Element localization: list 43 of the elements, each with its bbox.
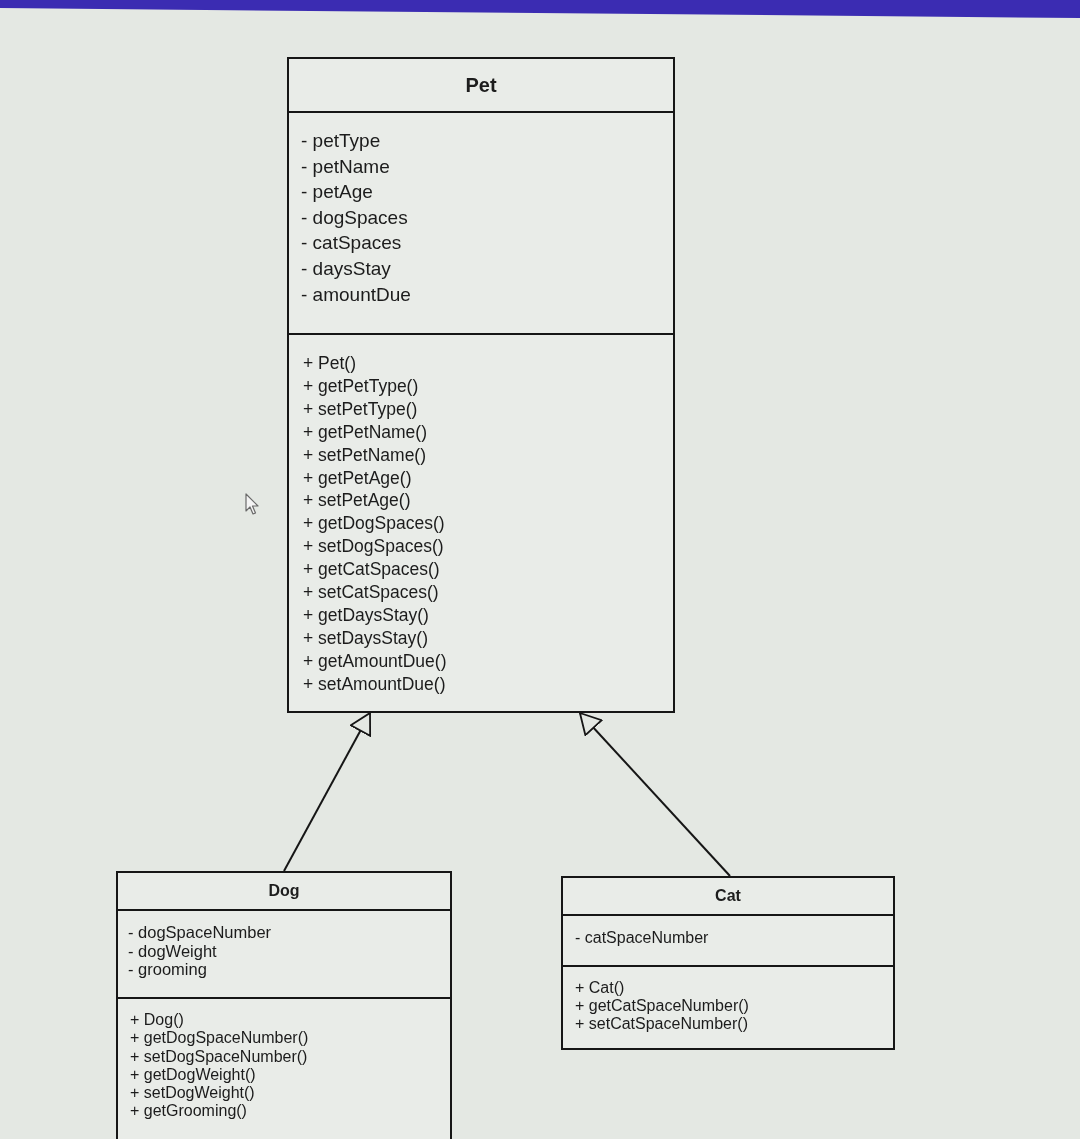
- method-text: + setPetName(): [303, 443, 427, 467]
- class-box: [116, 871, 452, 1139]
- method-text: + setDogWeight(): [130, 1084, 255, 1103]
- method-text: + setCatSpaces(): [303, 581, 439, 604]
- attribute-text: - daysStay: [301, 256, 391, 281]
- class-box: [561, 876, 895, 1050]
- method-text: + getPetType(): [303, 374, 419, 398]
- class-name: Cat: [715, 887, 741, 905]
- method-text: + getPetAge(): [303, 466, 412, 490]
- method-text: + getDaysStay(): [303, 603, 429, 627]
- method-text: + Cat(): [575, 979, 625, 997]
- method-text: + getAmountDue(): [303, 649, 447, 673]
- attribute-text: - petType: [301, 129, 381, 153]
- method-text: + setDogSpaceNumber(): [130, 1047, 308, 1066]
- method-text: + getDogSpaces(): [303, 512, 445, 536]
- method-text: + setAmountDue(): [303, 672, 446, 696]
- class-name: Dog: [268, 882, 300, 900]
- method-text: + setPetType(): [303, 397, 418, 421]
- method-text: + setPetAge(): [303, 489, 411, 513]
- method-text: + setDaysStay(): [303, 626, 428, 650]
- attribute-text: - petName: [301, 154, 390, 179]
- inheritance-arrow: [283, 712, 372, 872]
- attribute-text: - grooming: [128, 960, 207, 979]
- class-name: Pet: [465, 73, 497, 97]
- method-text: + getDogSpaceNumber(): [130, 1029, 309, 1048]
- method-text: + Dog(): [130, 1011, 184, 1030]
- method-text: + Pet(): [303, 352, 356, 375]
- inheritance-arrow: [578, 712, 731, 877]
- method-text: + setCatSpaceNumber(): [575, 1015, 748, 1033]
- method-text: + getGrooming(): [130, 1102, 247, 1121]
- method-text: + getPetName(): [303, 420, 427, 444]
- attribute-text: - dogWeight: [128, 941, 217, 960]
- method-text: + setDogSpaces(): [303, 535, 444, 559]
- attribute-text: - petAge: [301, 180, 373, 205]
- attribute-text: - catSpaceNumber: [575, 929, 709, 948]
- class-box: [287, 57, 675, 713]
- attribute-text: - dogSpaces: [301, 205, 408, 230]
- method-text: + getDogWeight(): [130, 1065, 256, 1085]
- method-text: + getCatSpaceNumber(): [575, 997, 749, 1015]
- attribute-text: - catSpaces: [301, 231, 402, 256]
- attribute-text: - dogSpaceNumber: [128, 923, 272, 942]
- method-text: + getCatSpaces(): [303, 558, 440, 582]
- attribute-text: - amountDue: [301, 282, 411, 307]
